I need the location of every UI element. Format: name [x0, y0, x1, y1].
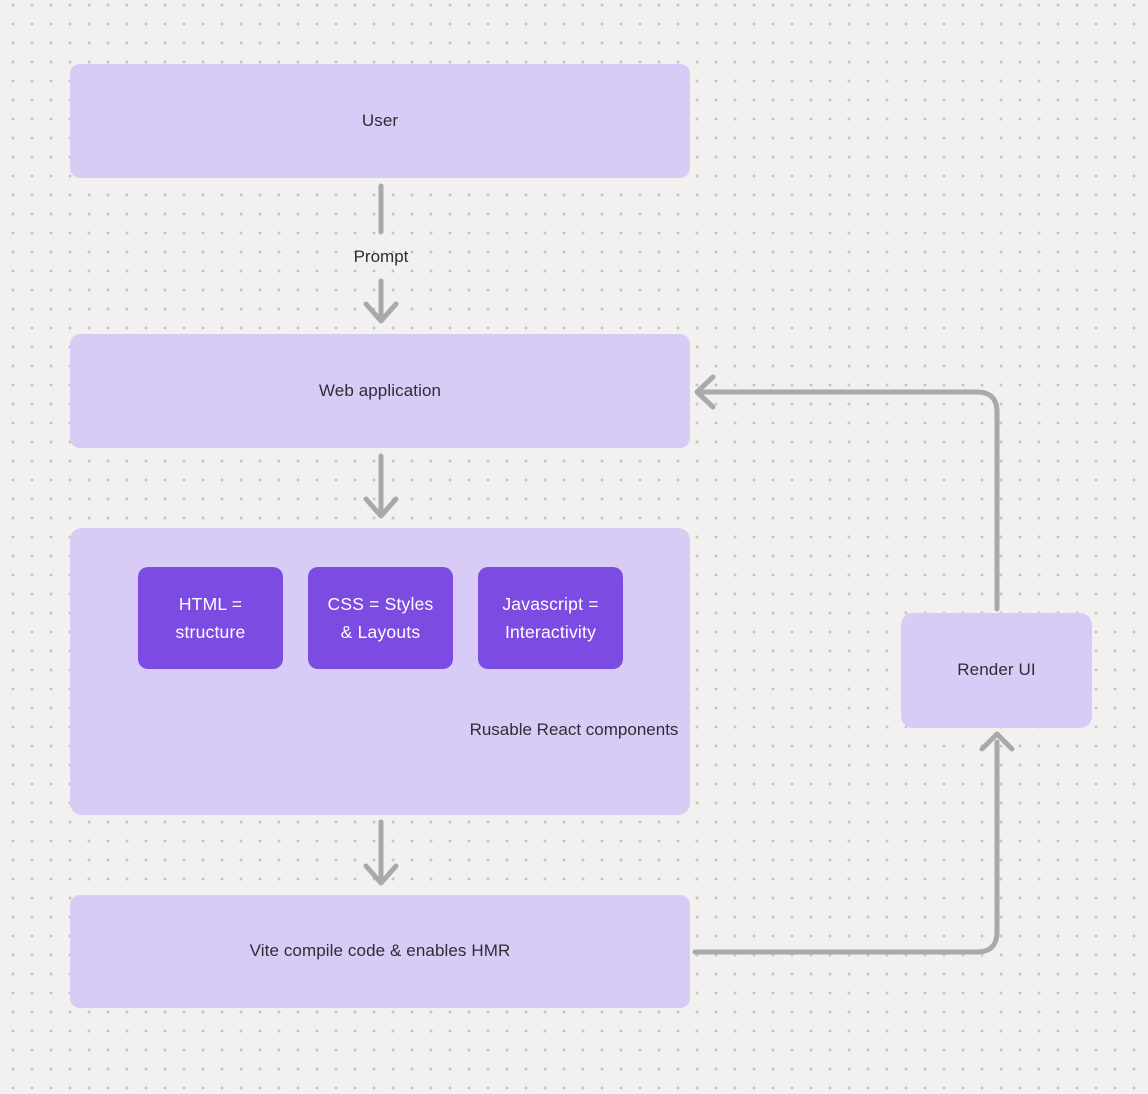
node-javascript-label: Javascript = Interactivity: [502, 593, 599, 642]
arrowhead-left-render-to-web: [694, 374, 716, 410]
node-render-ui-label: Render UI: [957, 660, 1036, 680]
arrowhead-down-group-to-vite: [363, 863, 399, 886]
components-group-caption: Rusable React components: [469, 720, 679, 739]
node-javascript[interactable]: Javascript = Interactivity: [478, 567, 623, 669]
connector-render-to-web: [698, 389, 1000, 612]
node-render-ui[interactable]: Render UI: [901, 613, 1092, 728]
arrowhead-down-web-to-group: [363, 496, 399, 519]
node-web-application[interactable]: Web application: [70, 334, 690, 448]
node-html[interactable]: HTML = structure: [138, 567, 283, 669]
node-css-label: CSS = Styles & Layouts: [327, 593, 434, 642]
node-user-label: User: [361, 110, 399, 130]
node-web-application-label: Web application: [318, 380, 442, 400]
connector-vite-to-render: [692, 739, 1000, 955]
node-css[interactable]: CSS = Styles & Layouts: [308, 567, 453, 669]
node-html-label: HTML = structure: [175, 593, 246, 642]
edge-label-prompt: Prompt: [353, 247, 409, 266]
node-vite-label: Vite compile code & enables HMR: [249, 941, 511, 961]
arrowhead-down-user-to-web: [363, 301, 399, 324]
node-user[interactable]: User: [70, 64, 690, 178]
node-vite[interactable]: Vite compile code & enables HMR: [70, 895, 690, 1008]
